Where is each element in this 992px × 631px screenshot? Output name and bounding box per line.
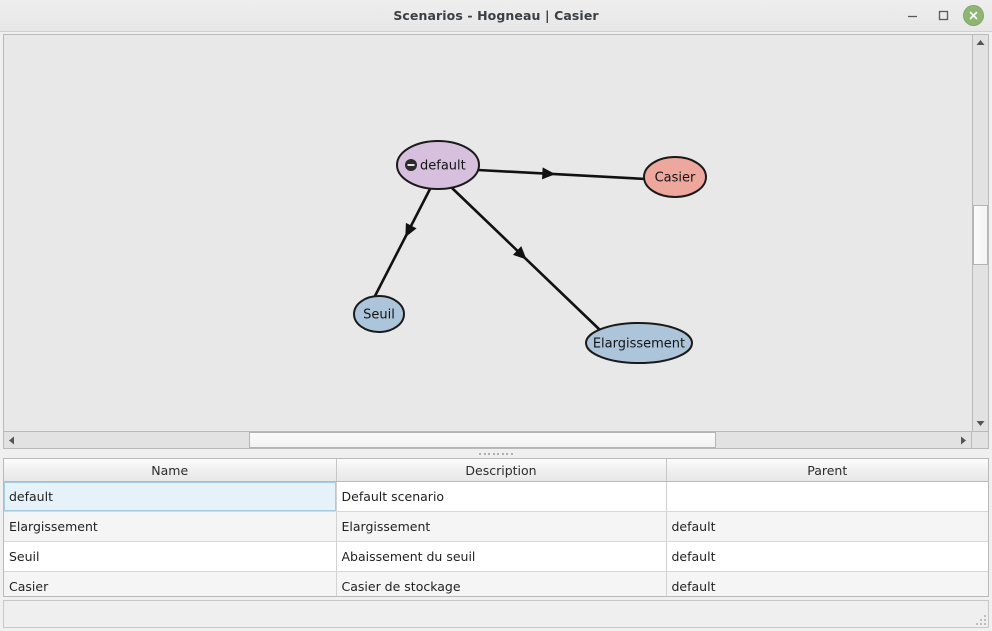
maximize-button[interactable] (932, 5, 954, 27)
window-title: Scenarios - Hogneau | Casier (393, 8, 599, 23)
cell-parent[interactable] (666, 481, 988, 512)
cell-name[interactable]: Casier (4, 571, 337, 596)
column-header-name[interactable]: Name (4, 459, 337, 482)
pane-splitter[interactable] (0, 449, 992, 458)
close-button[interactable] (963, 5, 984, 26)
collapse-minus-bar-icon (407, 164, 415, 166)
cell-parent[interactable]: default (666, 511, 988, 542)
graph-node-default[interactable]: default (396, 140, 480, 190)
minimize-button[interactable] (901, 5, 923, 27)
table-header-row: Name Description Parent (4, 459, 988, 482)
status-bar (3, 600, 989, 628)
vertical-scrollbar[interactable] (972, 34, 989, 432)
window-controls (901, 0, 984, 31)
cell-parent[interactable]: default (666, 571, 988, 596)
cell-description[interactable]: Casier de stockage (336, 571, 667, 596)
graph-node-label: default (420, 159, 466, 174)
scrollbar-corner (972, 432, 989, 449)
graph-node-shape[interactable] (643, 156, 707, 198)
scroll-up-arrow-icon[interactable] (973, 35, 988, 50)
horizontal-scrollbar[interactable] (3, 432, 972, 449)
splitter-grip-icon (479, 452, 513, 455)
cell-description[interactable]: Abaissement du seuil (336, 541, 667, 572)
graph-edge-default-to-casier[interactable] (477, 168, 647, 181)
scroll-right-arrow-icon[interactable] (956, 432, 971, 448)
graph-edge-default-to-seuil[interactable] (373, 188, 432, 297)
vertical-scroll-thumb[interactable] (973, 205, 988, 265)
title-bar[interactable]: Scenarios - Hogneau | Casier (0, 0, 992, 32)
scroll-left-arrow-icon[interactable] (4, 432, 19, 448)
column-header-description[interactable]: Description (336, 459, 667, 482)
cell-name[interactable]: Elargissement (4, 511, 337, 542)
vertical-scroll-track[interactable] (973, 50, 988, 416)
cell-description[interactable]: Default scenario (336, 481, 667, 512)
graph-node-label: Elargissement (593, 337, 685, 352)
graph-node-shape[interactable] (353, 295, 405, 333)
graph-node-label: Casier (655, 171, 696, 186)
horizontal-scroll-track[interactable] (19, 432, 956, 448)
graph-edge-arrow-icon (541, 167, 556, 180)
graph-edge-arrow-icon (512, 246, 527, 260)
cell-parent[interactable]: default (666, 541, 988, 572)
horizontal-scroll-thumb[interactable] (249, 432, 716, 448)
graph-node-label: Seuil (363, 308, 395, 323)
resize-grip-icon[interactable] (974, 613, 986, 625)
graph-node-casier[interactable]: Casier (643, 156, 707, 198)
scroll-down-arrow-icon[interactable] (973, 416, 988, 431)
column-header-parent[interactable]: Parent (666, 459, 988, 482)
graph-node-elargissement[interactable]: Elargissement (585, 322, 693, 364)
cell-name[interactable]: default (4, 481, 337, 512)
graph-node-seuil[interactable]: Seuil (353, 295, 405, 333)
horizontal-scrollbar-row (3, 432, 989, 449)
graph-edge-arrow-icon (405, 222, 417, 238)
cell-description[interactable]: Elargissement (336, 511, 667, 542)
cell-name[interactable]: Seuil (4, 541, 337, 572)
graph-node-shape[interactable] (585, 322, 693, 364)
graph-node-shape[interactable] (396, 140, 480, 190)
